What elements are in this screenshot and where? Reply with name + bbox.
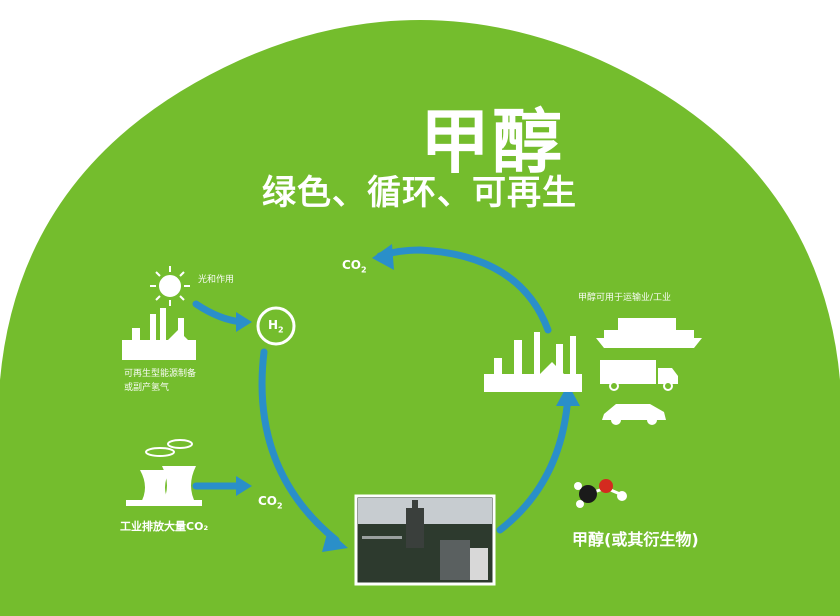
methanol-derivatives-label: 甲醇(或其衍生物) [572,530,699,549]
arrowhead-top [372,244,394,270]
arrowhead-left [322,530,348,552]
photosynthesis-label: 光和作用 [198,275,235,285]
arrow-left [258,348,340,544]
factory-icon-right [484,332,582,392]
co2-label-bottom: CO2 [258,494,283,511]
page-subtitle: 绿色、循环、可再生 [262,173,577,213]
green-dome [0,20,840,616]
page-title: 甲醇 [420,101,564,183]
arrowhead-tower-co2 [236,476,252,496]
factory-icon [122,308,196,360]
truck-icon [600,360,678,391]
ship-icon [596,318,702,348]
industrial-emission-label: 工业排放大量CO₂ [120,520,209,533]
cooling-tower-icon [126,439,202,506]
h2-circle [256,306,296,346]
arrow-right [496,392,572,534]
plant-photo [354,494,496,586]
sun-icon [150,266,190,306]
arrowhead-right [556,384,580,406]
arrowhead-sun-h2 [236,312,252,332]
arrow-heads [236,244,580,552]
car-icon [602,404,666,425]
arrow-top [376,246,552,334]
methanol-use-label: 甲醇可用于运输业/工业 [578,293,672,303]
renewable-label: 可再生型能源制备 [124,369,197,379]
renewable-hydrogen-label: 或副产氢气 [124,383,170,393]
h2-label: H2 [268,318,284,335]
co2-label-top: CO2 [342,258,367,275]
molecule-icon [574,479,627,508]
